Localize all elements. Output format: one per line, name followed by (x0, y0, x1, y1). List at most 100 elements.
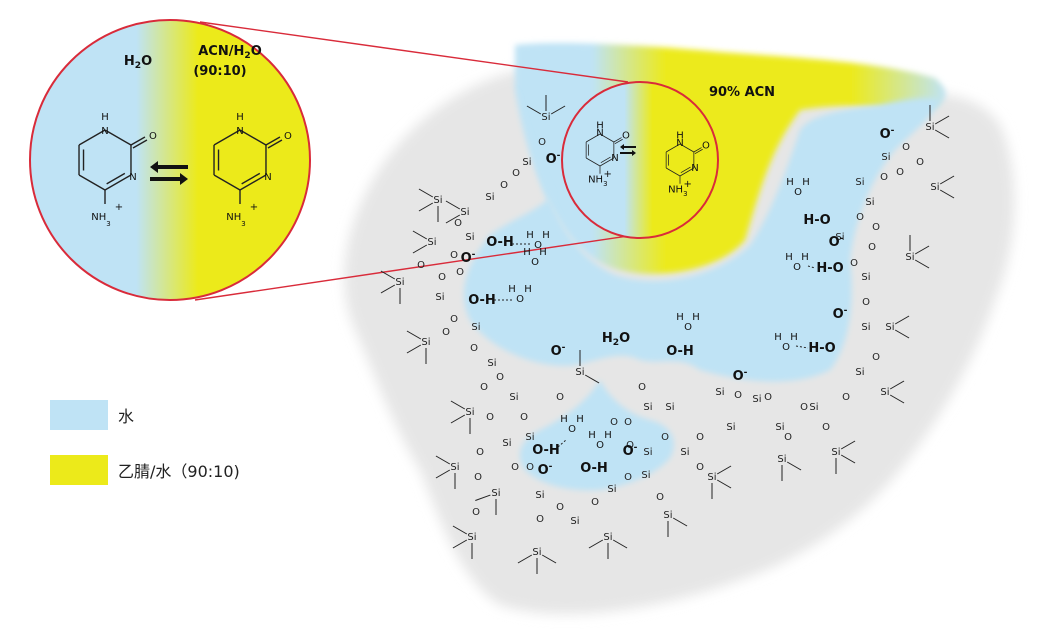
cytosine-water-co-bond2 (132, 139, 148, 149)
cytosine-small-acn-n1-atom: N (676, 138, 683, 149)
water-hydrogen: H (523, 247, 531, 258)
si-atom: Si (707, 472, 716, 483)
methyl-bond (889, 380, 905, 390)
silanol-si-group: Si (643, 402, 652, 413)
oxygen-atom: O (511, 462, 519, 473)
oxygen-atom: O (916, 157, 924, 168)
oxygen-atom: O (656, 492, 664, 503)
oxygen-atom: O (624, 472, 632, 483)
oxygen-atom: O (456, 267, 464, 278)
methyl-bond (445, 200, 461, 210)
silanol-si-group: Si (726, 422, 735, 433)
methyl-bond (418, 202, 434, 212)
si-atom: Si (643, 402, 652, 413)
methyl-bond (475, 494, 491, 501)
silanol-si-group: Si (752, 394, 761, 405)
oxygen-atom: O (480, 382, 488, 393)
methyl-bond (412, 244, 428, 254)
silanol-si-group: Si (641, 470, 650, 481)
si-atom: Si (435, 292, 444, 303)
si-atom: Si (433, 195, 442, 206)
silanol-si-group: Si (665, 402, 674, 413)
cytosine-acn-ring-bond (213, 129, 241, 146)
oxygen-atom: O (856, 212, 864, 223)
methyl-bond (541, 554, 557, 564)
methyl-bond (716, 465, 732, 475)
cytosine-water-co-bond (130, 136, 146, 146)
silanol-si-group: Si (435, 292, 444, 303)
si-atom: Si (491, 488, 500, 499)
oxygen-atom: O (764, 392, 772, 403)
si-atom: Si (532, 547, 541, 558)
oxygen-atom: O (850, 258, 858, 269)
methyl-bond (380, 270, 396, 280)
silanol-si-group: Si (525, 432, 534, 443)
methyl-bond (445, 214, 461, 224)
oxygen-atom: O (872, 222, 880, 233)
si-atom: Si (535, 490, 544, 501)
silanol-si-group: Si (663, 510, 672, 521)
methyl-bond (786, 461, 802, 471)
oxygen-atom: O (474, 472, 482, 483)
label-h2o-pore: H2O (602, 331, 630, 348)
silanol-si-group: Si (427, 237, 436, 248)
si-atom: Si (930, 182, 939, 193)
silanol-si-group: Si (831, 447, 840, 458)
cytosine-water-ring-bond (78, 174, 106, 191)
cytosine-small-acn-co-bond (693, 147, 702, 153)
water-hydrogen: H (774, 332, 782, 343)
oh-group: O-H (468, 293, 496, 308)
silanol-si-group: Si (880, 387, 889, 398)
oxygen-atom: O (868, 242, 876, 253)
cytosine-acn-co-bond (265, 136, 281, 146)
silanol-si-group: Si (777, 454, 786, 465)
cytosine-acn-ring-bond (213, 174, 241, 191)
cytosine-small-acn-plus-charge: + (684, 179, 692, 190)
si-atom: Si (855, 177, 864, 188)
hydrogen-bond (807, 265, 816, 269)
oxygen-atom: O (454, 218, 462, 229)
cytosine-water-o-atom: O (149, 131, 157, 142)
silanol-si-group: Si (541, 112, 550, 123)
oxygen-atom: O (438, 272, 446, 283)
oxygen-atom: O (520, 412, 528, 423)
methyl-bond (435, 469, 451, 479)
label-h2o-left: H2O (124, 54, 152, 71)
cytosine-acn-co-bond2 (267, 139, 283, 149)
methyl-bond (939, 175, 955, 185)
methyl-bond (889, 394, 905, 404)
oxygen-atom: O (696, 462, 704, 473)
oxygen-atom: O (638, 382, 646, 393)
cytosine-small-acn-ring-bond (679, 167, 695, 177)
oh-group: O-H (532, 443, 560, 458)
methyl-bond (450, 414, 466, 424)
silanol-si-group: Si (460, 207, 469, 218)
equilibrium-arrows-large (150, 161, 188, 185)
silanol-si-group: Si (467, 532, 476, 543)
cytosine-small-water-ring-bond (599, 133, 615, 143)
oxygen-atom: O (496, 372, 504, 383)
cytosine-small-water-plus-charge: + (604, 169, 612, 180)
cytosine-acn-h-atom: H (236, 112, 244, 123)
water-hydrogen: H (539, 247, 547, 258)
cytosine-water-ring-bond (104, 129, 132, 146)
si-atom: Si (509, 392, 518, 403)
cytosine-acn-double-bond (241, 172, 261, 185)
si-atom: Si (465, 232, 474, 243)
methyl-bond (914, 259, 930, 269)
si-atom: Si (421, 337, 430, 348)
oxygen-atom: O (872, 352, 880, 363)
cytosine-small-water-n3-atom: N (611, 153, 618, 164)
water-hydrogen: H (786, 177, 794, 188)
silanol-si-group: Si (861, 272, 870, 283)
silanol-si-group: Si (715, 387, 724, 398)
si-atom: Si (460, 207, 469, 218)
oxygen-atom: O (842, 392, 850, 403)
cytosine-acn-n3-atom: N (264, 172, 271, 183)
